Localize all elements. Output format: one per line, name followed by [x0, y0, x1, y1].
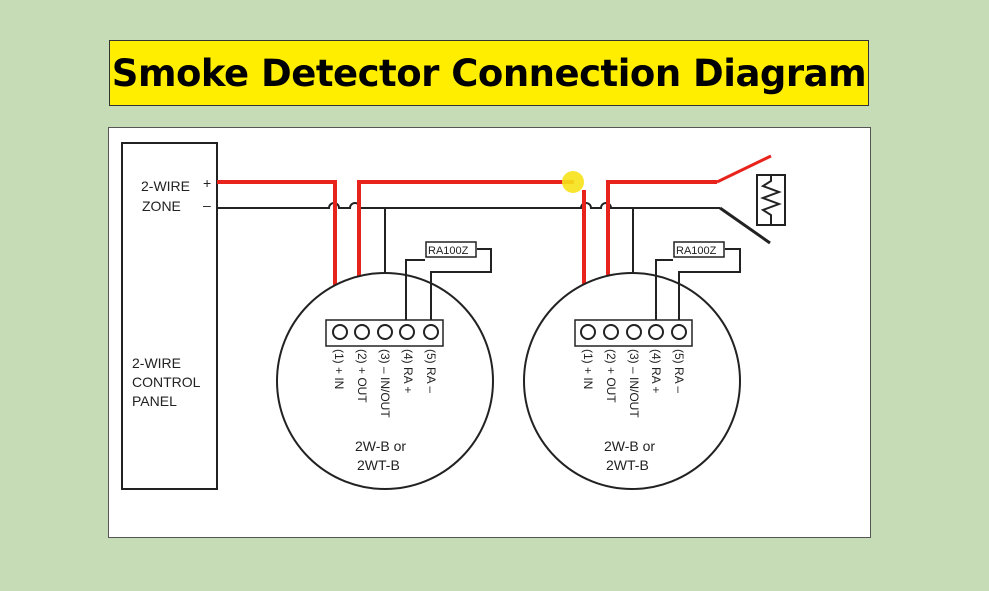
zone-label-line1: 2-WIRE	[141, 178, 190, 194]
model-label-2b: 2WT-B	[606, 457, 649, 473]
zone-plus-sign: +	[203, 175, 211, 191]
terminal-label: (3) – IN/OUT	[378, 349, 392, 418]
model-label-1a: 2W-B or	[355, 438, 406, 454]
terminal-label: (2) + OUT	[355, 349, 369, 403]
terminal-label: (1) + IN	[581, 349, 595, 389]
terminal-label: (4) RA +	[401, 349, 415, 393]
terminal-label: (3) – IN/OUT	[627, 349, 641, 418]
junction-highlight	[562, 171, 584, 193]
control-label-line1: 2-WIRE	[132, 355, 181, 371]
end-of-line-resistor	[716, 154, 786, 245]
relay-label-1: RA100Z	[428, 245, 469, 257]
zone-label-line2: ZONE	[142, 198, 181, 214]
control-panel-box	[121, 142, 218, 490]
wiring-diagram: 2-WIRE + ZONE – 2-WIRE CONTROL PANEL	[121, 142, 786, 490]
control-label-line3: PANEL	[132, 393, 177, 409]
relay-box-1	[425, 241, 477, 258]
diagram-panel: 2-WIRE + ZONE – 2-WIRE CONTROL PANEL	[108, 127, 871, 538]
terminal-label: (5) RA –	[672, 349, 686, 393]
detector-2: RA100Z (1) + IN (2) + OUT (3) – IN/OUT (…	[523, 241, 741, 490]
relay-box-2	[673, 241, 725, 258]
terminal-block-1	[332, 324, 439, 340]
relay-label-2: RA100Z	[676, 245, 717, 257]
zone-minus-sign: –	[203, 197, 211, 213]
model-label-2a: 2W-B or	[604, 438, 655, 454]
detector-1: RA100Z (1) + IN (2) + OUT (3) – IN/OUT (…	[276, 241, 494, 490]
terminal-label: (5) RA –	[424, 349, 438, 393]
terminal-label: (2) + OUT	[604, 349, 618, 403]
model-label-1b: 2WT-B	[357, 457, 400, 473]
title-banner: Smoke Detector Connection Diagram	[109, 40, 869, 106]
control-label-line2: CONTROL	[132, 374, 201, 390]
terminal-block-2	[580, 324, 687, 340]
page-title: Smoke Detector Connection Diagram	[111, 51, 867, 95]
terminal-label: (4) RA +	[649, 349, 663, 393]
terminal-label: (1) + IN	[332, 349, 346, 389]
